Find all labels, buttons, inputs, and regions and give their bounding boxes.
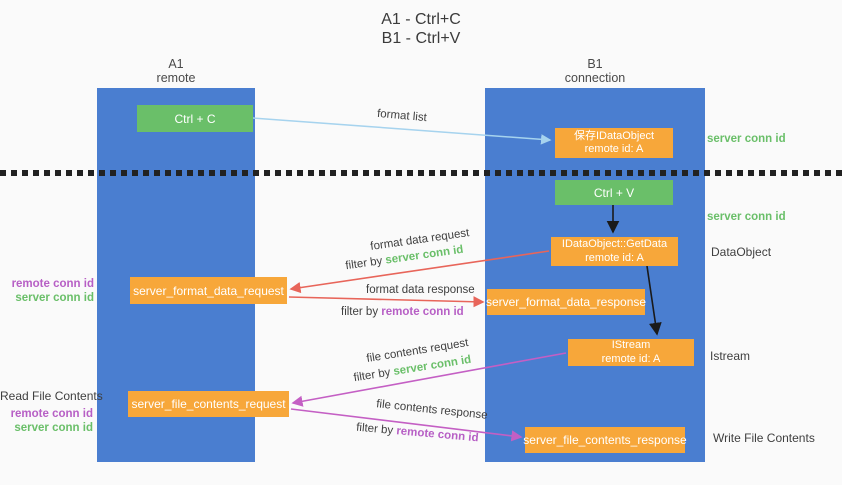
title-line-2: B1 - Ctrl+V	[381, 30, 461, 47]
label-remote-conn-id-2: remote conn id	[10, 408, 93, 420]
arrow-format-data-response	[288, 296, 485, 308]
lane-b1-name: B1	[587, 57, 603, 71]
label-server-conn-id-top: server conn id	[707, 133, 786, 145]
label-remote-conn-id-1: remote conn id	[11, 278, 94, 290]
node-server-format-data-request: server_format_data_request	[130, 277, 287, 304]
node-getdata-line2: remote id: A	[585, 251, 644, 264]
label-read-file-contents: Read File Contents	[0, 389, 103, 403]
node-istream-line2: remote id: A	[601, 352, 661, 365]
node-idataobject-getdata: IDataObject::GetData remote id: A	[551, 237, 678, 266]
filter-remote-conn-id: remote conn id	[395, 425, 479, 445]
filter-remote-conn-id: remote conn id	[381, 306, 464, 318]
node-ctrl-v: Ctrl + V	[555, 180, 673, 205]
label-istream: Istream	[710, 349, 751, 363]
node-server-file-contents-response: server_file_contents_response	[523, 427, 687, 453]
label-format-list: format list	[376, 107, 428, 125]
label-filter-by-remote-2: filter by remote conn id	[356, 422, 479, 445]
lane-a1-role: remote	[156, 71, 196, 85]
node-file-request-label: server_file_contents_request	[131, 397, 286, 411]
label-format-data-response: format data response	[366, 284, 475, 296]
title-line-1: A1 - Ctrl+C	[381, 11, 461, 28]
label-file-contents-response: file contents response	[375, 398, 489, 422]
label-group-conn-ids-2: remote conn id server conn id	[0, 407, 93, 435]
session-divider	[0, 170, 842, 176]
node-file-response-label: server_file_contents_response	[523, 433, 687, 447]
filter-by-text: filter by	[355, 421, 397, 438]
lane-header-b1: B1 connection	[485, 57, 705, 85]
node-istream: IStream remote id: A	[568, 339, 694, 366]
filter-by-text: filter by	[344, 254, 387, 273]
node-format-request-label: server_format_data_request	[133, 283, 284, 298]
node-ctrl-c: Ctrl + C	[137, 105, 253, 132]
label-write-file-contents: Write File Contents	[713, 431, 815, 445]
node-save-idataobject-line2: remote id: A	[584, 143, 644, 155]
lane-a1-name: A1	[168, 57, 184, 71]
label-group-conn-ids-1: remote conn id server conn id	[0, 277, 94, 305]
filter-by-text: filter by	[341, 306, 382, 318]
node-istream-line1: IStream	[611, 339, 651, 351]
label-server-conn-id-1: server conn id	[15, 292, 94, 304]
diagram-title: A1 - Ctrl+C B1 - Ctrl+V	[0, 10, 842, 48]
lane-header-a1: A1 remote	[97, 57, 255, 85]
node-ctrl-v-label: Ctrl + V	[593, 185, 635, 200]
node-ctrl-c-label: Ctrl + C	[174, 111, 216, 126]
node-server-file-contents-request: server_file_contents_request	[128, 391, 289, 417]
label-server-conn-id-mid: server conn id	[707, 211, 786, 223]
label-filter-by-remote-1: filter by remote conn id	[341, 306, 464, 318]
node-save-idataobject: 保存IDataObject remote id: A	[555, 128, 673, 158]
node-server-format-data-response: server_format_data_response	[485, 289, 647, 315]
label-server-conn-id-2: server conn id	[14, 422, 93, 434]
node-getdata-line1: IDataObject::GetData	[561, 238, 668, 250]
node-save-idataobject-line1: 保存IDataObject	[573, 129, 655, 142]
label-dataobject: DataObject	[711, 245, 772, 259]
filter-by-text: filter by	[352, 366, 395, 385]
lane-b1-role: connection	[564, 71, 626, 85]
node-format-response-label: server_format_data_response	[485, 295, 647, 309]
